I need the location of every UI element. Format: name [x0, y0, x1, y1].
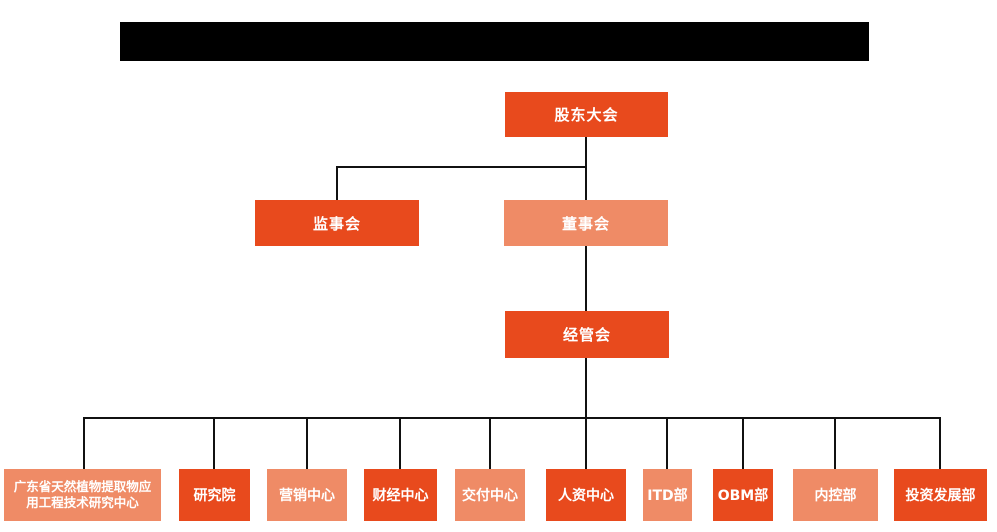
connector-line — [399, 418, 401, 469]
org-node-department: 营销中心 — [267, 469, 347, 521]
connector-line — [585, 246, 587, 311]
org-node-department: 内控部 — [793, 469, 878, 521]
connector-line — [83, 417, 941, 419]
org-node-shareholders-meeting: 股东大会 — [505, 92, 668, 137]
connector-line — [336, 167, 338, 200]
org-node-department: 人资中心 — [546, 469, 626, 521]
connector-line — [939, 418, 941, 469]
org-node-department: 广东省天然植物提取物应用工程技术研究中心 — [4, 469, 161, 521]
org-node-supervisory-board: 监事会 — [255, 200, 419, 246]
connector-line — [585, 137, 587, 168]
connector-line — [585, 167, 587, 200]
connector-line — [585, 418, 587, 469]
connector-line — [213, 418, 215, 469]
connector-line — [834, 418, 836, 469]
connector-line — [585, 358, 587, 418]
org-node-department: ITD部 — [643, 469, 692, 521]
connector-line — [83, 418, 85, 469]
connector-line — [306, 418, 308, 469]
org-node-department: 交付中心 — [455, 469, 525, 521]
connector-line — [742, 418, 744, 469]
redacted-title-bar — [120, 22, 869, 61]
org-node-department: 研究院 — [179, 469, 250, 521]
org-node-board-of-directors: 董事会 — [504, 200, 668, 246]
org-node-department: 财经中心 — [364, 469, 437, 521]
connector-line — [666, 418, 668, 469]
connector-line — [336, 166, 587, 168]
org-node-department: 投资发展部 — [894, 469, 987, 521]
org-node-management-committee: 经管会 — [505, 311, 669, 358]
connector-line — [489, 418, 491, 469]
org-node-department: OBM部 — [713, 469, 773, 521]
